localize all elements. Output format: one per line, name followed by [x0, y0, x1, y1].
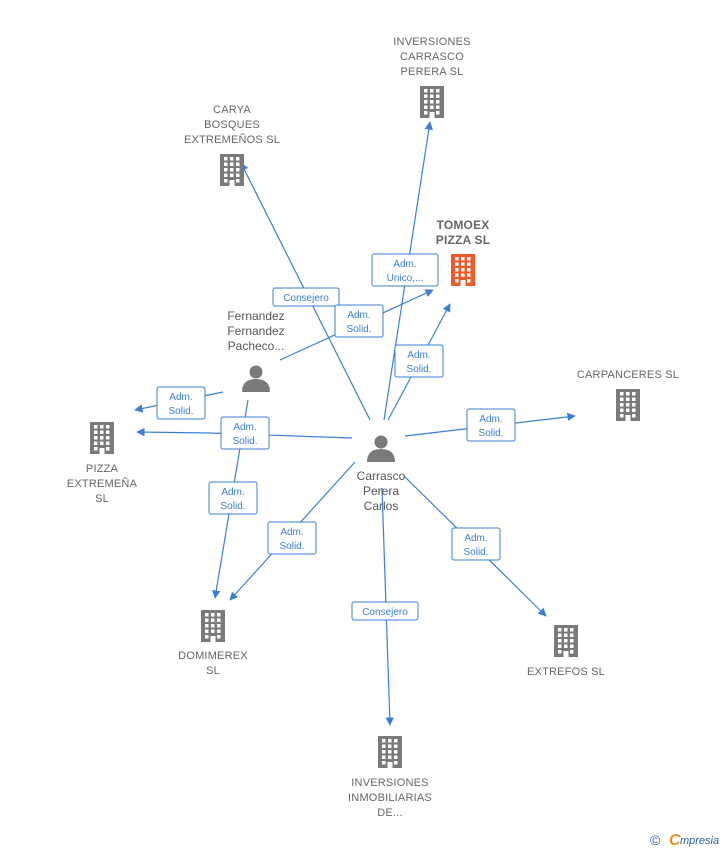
edge-label-text: Solid. — [478, 428, 503, 439]
edge-label-carrasco-carpanceres[interactable]: Adm. Solid. — [466, 408, 516, 442]
person-label: Fernandez — [227, 324, 284, 338]
edge-label-box — [466, 408, 516, 442]
company-node-inv-carrasco[interactable]: INVERSIONES CARRASCO PERERA SL — [393, 36, 470, 118]
edge-labels-layer: ConsejeroAdm.Unico,...Adm.Solid.Adm.Soli… — [156, 253, 516, 621]
building-icon — [201, 610, 225, 642]
company-node-inv-inmob[interactable]: INVERSIONES INMOBILIARIAS DE... — [348, 736, 432, 819]
edge-label-text: Solid. — [406, 364, 431, 375]
company-label: PIZZA SL — [436, 233, 491, 247]
company-label: CARRASCO — [400, 51, 464, 63]
company-label: TOMOEX — [437, 218, 490, 232]
person-label: Pacheco... — [228, 339, 285, 353]
company-label: SL — [95, 493, 109, 505]
edge-label-box — [267, 521, 317, 555]
edge-label-carrasco-extrefos[interactable]: Adm. Solid. — [451, 527, 501, 561]
company-label: DE... — [377, 807, 402, 819]
edge-label-carrasco-domimerex[interactable]: Adm. Solid. — [267, 521, 317, 555]
company-label: INMOBILIARIAS — [348, 792, 432, 804]
edge-label-box — [451, 527, 501, 561]
company-label: DOMIMEREX — [178, 650, 248, 662]
edge-label-box — [156, 386, 206, 420]
company-label: SL — [206, 665, 220, 677]
building-icon — [451, 254, 475, 286]
person-icon — [367, 435, 395, 462]
person-icon — [242, 365, 270, 392]
edge-label-box — [208, 481, 258, 515]
company-node-carya[interactable]: CARYA BOSQUES EXTREMEÑOS SL — [184, 104, 280, 186]
building-icon — [420, 86, 444, 118]
building-icon — [90, 422, 114, 454]
edge-label-text: Solid. — [346, 324, 371, 335]
edge-label-text: Adm. — [393, 259, 416, 270]
edge-label-box — [371, 253, 439, 287]
nodes-layer: INVERSIONES CARRASCO PERERA SL CARYA BOSQUES… — [67, 36, 679, 819]
edge-label-text: Adm. — [280, 527, 303, 538]
edge-label-fernandez-domimerex[interactable]: Adm. Solid. — [208, 481, 258, 515]
edge-label-text: Solid. — [220, 501, 245, 512]
edge-label-carrasco-pizza-ext[interactable]: Adm. Solid. — [220, 416, 270, 450]
edge-label-box — [334, 304, 384, 338]
building-icon — [220, 154, 244, 186]
company-node-domimerex[interactable]: DOMIMEREX SL — [178, 610, 248, 677]
company-label: EXTREMEÑA — [67, 477, 138, 490]
company-label: PERERA SL — [401, 66, 464, 78]
edge-label-fernandez-tomoex[interactable]: Adm. Solid. — [334, 304, 384, 338]
company-label: BOSQUES — [204, 119, 260, 131]
edge-label-text: Adm. — [221, 487, 244, 498]
edge-label-box — [272, 287, 340, 307]
person-label: Carlos — [364, 499, 399, 513]
building-icon — [378, 736, 402, 768]
edge-label-text: Solid. — [168, 406, 193, 417]
company-label: EXTREMEÑOS SL — [184, 133, 280, 146]
building-icon — [616, 389, 640, 421]
edge-label-text: Unico,... — [387, 273, 424, 284]
brand-name: mpresia — [680, 835, 719, 847]
edge-label-box — [351, 601, 419, 621]
edge-label-carrasco-inv-inmob[interactable]: Consejero — [351, 601, 419, 621]
company-node-extrefos[interactable]: EXTREFOS SL — [527, 625, 605, 678]
company-label: INVERSIONES — [351, 777, 428, 789]
edge-label-text: Adm. — [347, 310, 370, 321]
edge-label-text: Adm. — [233, 422, 256, 433]
edge-label-text: Adm. — [407, 350, 430, 361]
empresia-logo[interactable]: © C mpresia — [650, 832, 719, 849]
edge-label-text: Consejero — [283, 293, 329, 304]
person-label: Perera — [363, 484, 399, 498]
copyright-symbol: © — [650, 832, 661, 848]
person-node-fernandez[interactable]: FernandezFernandezPacheco... — [227, 309, 285, 392]
edge-label-carrasco-tomoex[interactable]: Adm. Solid. — [394, 344, 444, 378]
edge-label-box — [394, 344, 444, 378]
person-label: Carrasco — [357, 469, 406, 483]
company-node-pizza-ext[interactable]: PIZZA EXTREMEÑA SL — [67, 422, 138, 505]
company-label: EXTREFOS SL — [527, 666, 605, 678]
edge-label-fernandez-pizza-ext[interactable]: Adm. Solid. — [156, 386, 206, 420]
company-node-carpanceres[interactable]: CARPANCERES SL — [577, 369, 679, 421]
edge-label-text: Solid. — [279, 541, 304, 552]
person-label: Fernandez — [227, 309, 284, 323]
company-label: CARYA — [213, 104, 251, 116]
edge-carrasco-to-pizza-ext — [136, 427, 353, 439]
edge-label-text: Consejero — [362, 607, 408, 618]
edge-label-text: Solid. — [463, 547, 488, 558]
brand-initial: C — [669, 832, 681, 849]
edge-label-carrasco-inv-carrasco[interactable]: Adm. Unico,... — [371, 253, 439, 287]
edge-label-carrasco-carya[interactable]: Consejero — [272, 287, 340, 307]
edge-label-text: Solid. — [232, 436, 257, 447]
company-label: PIZZA — [86, 463, 119, 475]
edge-label-box — [220, 416, 270, 450]
edge-label-text: Adm. — [464, 533, 487, 544]
company-label: CARPANCERES SL — [577, 369, 679, 381]
building-icon — [554, 625, 578, 657]
company-label: INVERSIONES — [393, 36, 470, 48]
edge-label-text: Adm. — [479, 414, 502, 425]
edge-label-text: Adm. — [169, 392, 192, 403]
